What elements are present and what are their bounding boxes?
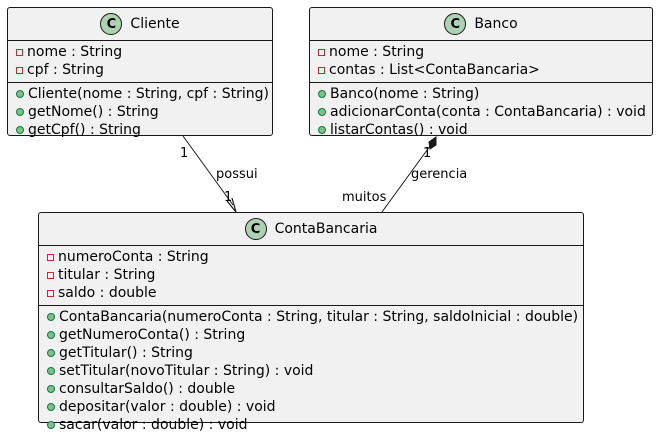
- possui-source-multiplicity: 1: [180, 146, 189, 161]
- method-text: setTitular(novoTitular : String) : void: [59, 363, 314, 379]
- attribute-text: contas : List<ContaBancaria>: [329, 62, 540, 78]
- method-row: sacar(valor : double) : void: [39, 416, 583, 434]
- class-name: Banco: [474, 16, 518, 32]
- attribute-row: nome : String: [8, 43, 272, 61]
- attribute-row: contas : List<ContaBancaria>: [310, 61, 652, 79]
- method-row: listarContas() : void: [310, 121, 652, 139]
- gerencia-label: gerencia: [411, 167, 468, 182]
- public-visibility-icon: [47, 403, 55, 411]
- attribute-text: saldo : double: [58, 285, 157, 301]
- method-text: consultarSaldo() : double: [59, 381, 236, 397]
- possui-target-multiplicity: 1: [224, 190, 233, 205]
- attribute-row: cpf : String: [8, 61, 272, 79]
- public-visibility-icon: [47, 313, 55, 321]
- public-visibility-icon: [47, 349, 55, 357]
- method-row: getNome() : String: [8, 103, 272, 121]
- gerencia-source-multiplicity: 1: [423, 146, 432, 161]
- class-c-icon: C: [444, 13, 467, 35]
- method-text: listarContas() : void: [330, 122, 468, 138]
- method-row: getCpf() : String: [8, 121, 272, 139]
- private-visibility-icon: [16, 66, 23, 74]
- attributes-section: nome : String contas : List<ContaBancari…: [310, 41, 652, 82]
- public-visibility-icon: [16, 90, 24, 98]
- class-header: C Cliente: [8, 8, 272, 41]
- method-text: ContaBancaria(numeroConta : String, titu…: [59, 309, 579, 325]
- class-header: C ContaBancaria: [39, 213, 583, 246]
- methods-section: Cliente(nome : String, cpf : String) get…: [8, 82, 272, 142]
- public-visibility-icon: [16, 126, 24, 134]
- attributes-section: nome : String cpf : String: [8, 41, 272, 82]
- class-c-icon: C: [100, 13, 123, 35]
- method-row: Cliente(nome : String, cpf : String): [8, 85, 272, 103]
- gerencia-composition-diamond: [428, 136, 437, 150]
- attribute-row: saldo : double: [39, 284, 583, 302]
- public-visibility-icon: [16, 108, 24, 116]
- method-text: sacar(valor : double) : void: [59, 417, 248, 433]
- method-text: getTitular() : String: [59, 345, 193, 361]
- public-visibility-icon: [47, 331, 55, 339]
- class-c-icon: C: [244, 218, 267, 240]
- method-row: getNumeroConta() : String: [39, 326, 583, 344]
- attribute-text: numeroConta : String: [58, 249, 209, 265]
- attribute-row: nome : String: [310, 43, 652, 61]
- methods-section: ContaBancaria(numeroConta : String, titu…: [39, 305, 583, 437]
- public-visibility-icon: [318, 90, 326, 98]
- public-visibility-icon: [318, 126, 326, 134]
- private-visibility-icon: [47, 271, 54, 279]
- method-row: ContaBancaria(numeroConta : String, titu…: [39, 308, 583, 326]
- method-text: getCpf() : String: [28, 122, 141, 138]
- public-visibility-icon: [47, 367, 55, 375]
- public-visibility-icon: [47, 421, 55, 429]
- private-visibility-icon: [47, 289, 54, 297]
- attribute-row: titular : String: [39, 266, 583, 284]
- class-name: Cliente: [130, 16, 180, 32]
- private-visibility-icon: [47, 253, 54, 261]
- class-banco: C Banco nome : String contas : List<Cont…: [309, 7, 653, 138]
- method-row: depositar(valor : double) : void: [39, 398, 583, 416]
- attribute-text: nome : String: [27, 44, 123, 60]
- private-visibility-icon: [318, 48, 325, 56]
- class-cliente: C Cliente nome : String cpf : String Cli…: [7, 7, 273, 138]
- method-row: setTitular(novoTitular : String) : void: [39, 362, 583, 380]
- method-row: getTitular() : String: [39, 344, 583, 362]
- public-visibility-icon: [318, 108, 326, 116]
- method-row: consultarSaldo() : double: [39, 380, 583, 398]
- method-row: adicionarConta(conta : ContaBancaria) : …: [310, 103, 652, 121]
- method-text: getNome() : String: [28, 104, 159, 120]
- class-name: ContaBancaria: [274, 221, 378, 237]
- method-text: Cliente(nome : String, cpf : String): [28, 86, 269, 102]
- class-header: C Banco: [310, 8, 652, 41]
- gerencia-target-multiplicity: muitos: [342, 190, 387, 205]
- attribute-row: numeroConta : String: [39, 248, 583, 266]
- methods-section: Banco(nome : String) adicionarConta(cont…: [310, 82, 652, 142]
- public-visibility-icon: [47, 385, 55, 393]
- private-visibility-icon: [318, 66, 325, 74]
- method-text: Banco(nome : String): [330, 86, 480, 102]
- class-contabancaria: C ContaBancaria numeroConta : String tit…: [38, 212, 584, 433]
- attribute-text: nome : String: [329, 44, 425, 60]
- method-text: depositar(valor : double) : void: [59, 399, 276, 415]
- possui-label: possui: [216, 167, 258, 182]
- method-text: adicionarConta(conta : ContaBancaria) : …: [330, 104, 646, 120]
- attributes-section: numeroConta : String titular : String sa…: [39, 246, 583, 305]
- private-visibility-icon: [16, 48, 23, 56]
- method-text: getNumeroConta() : String: [59, 327, 246, 343]
- method-row: Banco(nome : String): [310, 85, 652, 103]
- attribute-text: titular : String: [58, 267, 156, 283]
- possui-association-line: [182, 135, 234, 206]
- attribute-text: cpf : String: [27, 62, 104, 78]
- gerencia-composition-line: [381, 145, 431, 213]
